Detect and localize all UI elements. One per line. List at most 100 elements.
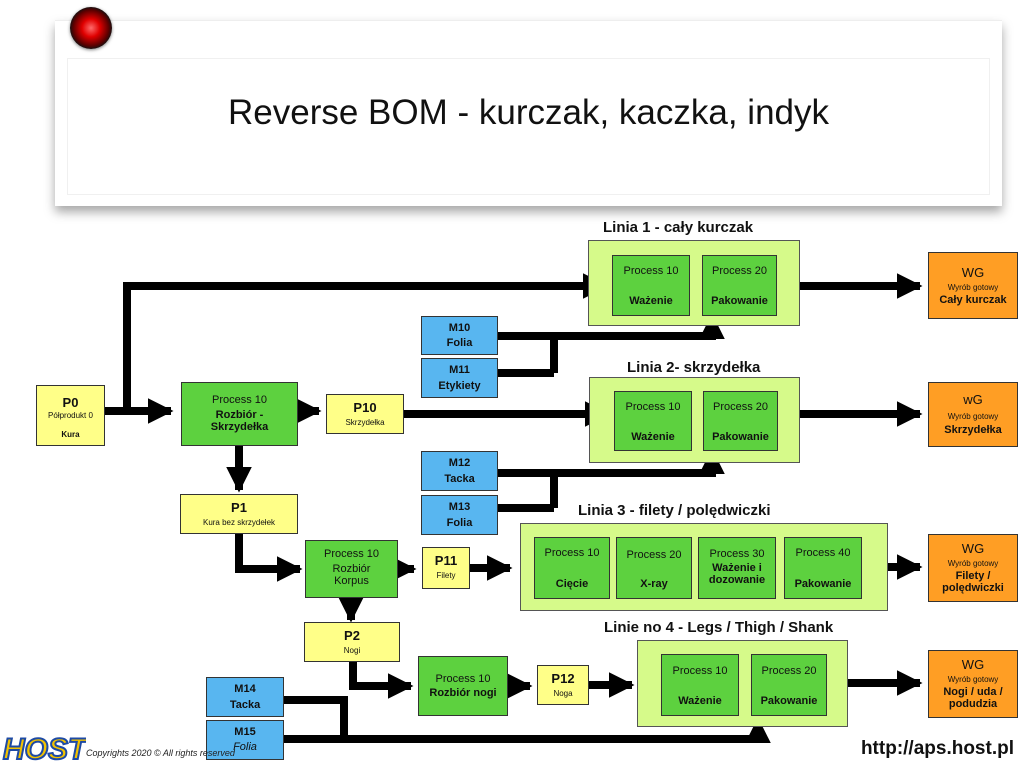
line3-process30[interactable]: Process 30 Ważenie i dozowanie [698,537,776,599]
p10-name: Skrzydełka [345,418,385,427]
wg3-code: WG [961,541,985,556]
m11-name: Etykiety [438,380,481,392]
m12-box[interactable]: M12 Tacka [421,451,498,491]
process-desc: X-ray [640,578,668,590]
p10-box[interactable]: P10 Skrzydełka [326,394,404,434]
process-rozbior-skrzydelka[interactable]: Process 10 Rozbiór - Skrzydełka [181,382,298,446]
footer-url-link[interactable]: http://aps.host.pl [860,738,1014,759]
wg4-desc: Nogi / uda / podudzia [943,686,1003,710]
process-desc: Rozbiór Korpus [332,563,371,587]
wg4-name: Wyrób gotowy [947,675,999,684]
m13-code: M13 [448,501,471,513]
wg3-box[interactable]: WG Wyrób gotowy Filety / polędwiczki [928,534,1018,602]
m12-name: Tacka [444,473,475,485]
line2-process10[interactable]: Process 10 Ważenie [614,391,692,451]
wg4-code: WG [961,657,985,672]
line1-process10[interactable]: Process 10 Ważenie [612,255,690,316]
process-desc: Rozbiór - Skrzydełka [210,409,269,433]
p2-name: Nogi [343,646,361,655]
p1-box[interactable]: P1 Kura bez skrzydełek [180,494,298,534]
host-logo: HOST [2,733,86,765]
process-desc: Ważenie [631,431,675,443]
p1-name: Kura bez skrzydełek [202,518,276,527]
line3-process10[interactable]: Process 10 Cięcie [534,537,610,599]
process-label: Process 40 [795,547,851,559]
wg1-desc: Cały kurczak [939,294,1007,306]
m15-code: M15 [234,726,256,738]
m13-box[interactable]: M13 Folia [421,495,498,535]
process-label: Process 10 [623,265,679,277]
process-rozbior-nogi[interactable]: Process 10 Rozbiór nogi [418,656,508,716]
copyright-text: Copyrights 2020 © All rights reserved [86,748,235,758]
p0-box[interactable]: P0 Półprodukt 0 Kura [36,385,105,446]
p11-code: P11 [434,553,458,568]
line1-heading: Linia 1 - cały kurczak [603,219,754,236]
process-label: Process 10 [544,547,600,559]
process-desc: Cięcie [555,578,589,590]
p2-code: P2 [344,628,360,643]
process-desc: Rozbiór nogi [429,687,497,699]
m14-box[interactable]: M14 Tacka [206,677,284,717]
process-desc: Ważenie [678,695,722,707]
p10-code: P10 [353,400,377,415]
process-desc: Ważenie [629,295,673,307]
p1-code: P1 [231,500,247,515]
wg3-name: Wyrób gotowy [947,559,999,568]
p0-sub: Kura [61,430,80,439]
process-desc: Ważenie i dozowanie [708,562,766,586]
process-label: Process 10 [435,673,491,685]
line4-heading: Linie no 4 - Legs / Thigh / Shank [604,619,834,636]
m12-code: M12 [448,457,471,469]
p2-box[interactable]: P2 Nogi [304,622,400,662]
line4-process10[interactable]: Process 10 Ważenie [661,654,739,716]
line3-process20[interactable]: Process 20 X-ray [616,537,692,599]
wg2-code: wG [963,392,983,407]
line2-heading: Linia 2- skrzydełka [627,359,761,376]
title-card: Reverse BOM - kurczak, kaczka, indyk [55,20,1002,206]
wg2-box[interactable]: wG Wyrób gotowy Skrzydełka [928,382,1018,447]
process-rozbior-korpus[interactable]: Process 10 Rozbiór Korpus [305,540,398,598]
process-desc: Pakowanie [794,578,852,590]
wg1-code: WG [961,265,985,280]
m14-name: Tacka [229,699,261,711]
wg1-name: Wyrób gotowy [947,283,999,292]
process-desc: Pakowanie [760,695,818,707]
process-label: Process 10 [211,394,268,406]
line1-process20[interactable]: Process 20 Pakowanie [702,255,777,316]
process-label: Process 10 [672,665,728,677]
m11-box[interactable]: M11 Etykiety [421,358,498,398]
wg1-box[interactable]: WG Wyrób gotowy Cały kurczak [928,252,1018,319]
process-desc: Pakowanie [711,295,768,307]
wg4-box[interactable]: WG Wyrób gotowy Nogi / uda / podudzia [928,650,1018,718]
p12-box[interactable]: P12 Noga [537,665,589,705]
line3-process40[interactable]: Process 40 Pakowanie [784,537,862,599]
process-label: Process 20 [712,401,769,413]
process-desc: Pakowanie [712,431,769,443]
line3-heading: Linia 3 - filety / polędwiczki [578,502,771,519]
red-light-icon [70,7,112,49]
process-label: Process 20 [711,265,768,277]
m10-box[interactable]: M10 Folia [421,316,498,355]
m13-name: Folia [446,517,473,529]
p11-box[interactable]: P11 Filety [422,547,470,589]
m15-box[interactable]: M15 Folia [206,720,284,760]
p12-name: Noga [553,689,573,698]
p0-name: Półprodukt 0 [48,411,93,420]
wg2-desc: Skrzydełka [944,424,1002,436]
page-title: Reverse BOM - kurczak, kaczka, indyk [228,93,829,132]
process-label: Process 30 [709,548,765,560]
host-logo-text: HOST [3,733,86,765]
title-frame [67,58,990,195]
m11-code: M11 [449,364,470,376]
p0-code: P0 [62,395,79,410]
line4-process20[interactable]: Process 20 Pakowanie [751,654,827,716]
process-label: Process 10 [625,401,681,413]
process-label: Process 20 [626,549,682,561]
m10-code: M10 [448,322,471,334]
process-label: Process 20 [761,665,817,677]
m10-name: Folia [446,337,473,349]
line2-process20[interactable]: Process 20 Pakowanie [703,391,778,451]
process-label: Process 10 [323,548,380,560]
p11-name: Filety [436,571,456,580]
wg2-name: Wyrób gotowy [947,412,999,421]
